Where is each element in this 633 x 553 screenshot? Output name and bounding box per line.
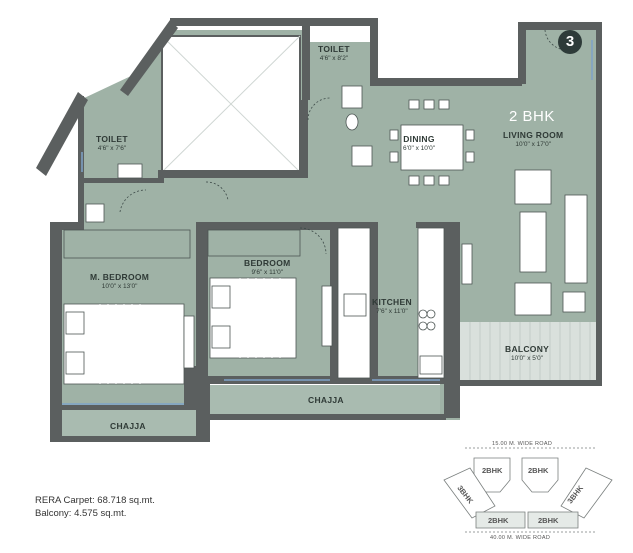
room-size: 10'0" x 17'0" [515,140,552,148]
toilet-top-label: TOILET 4'6" x 8'2" [318,44,350,62]
room-name: BEDROOM [244,258,291,268]
dining-label: DINING 6'0" x 10'0" [403,134,436,152]
room-name: KITCHEN [372,297,412,307]
room-size: 10'0" x 5'0" [511,354,544,362]
room-name: TOILET [318,44,350,54]
room-name: M. BEDROOM [90,272,150,282]
kitchen-label: KITCHEN 7'6" x 11'0" [372,297,412,315]
key-plan-road-bottom: 40.00 M. WIDE ROAD [490,535,551,541]
room-name: CHAJJA [110,421,146,431]
unit-type-label: 2 BHK [509,108,555,125]
furniture [63,85,588,385]
chajja-left-area [62,405,210,440]
open-to-sky [161,35,301,173]
rera-carpet-area: RERA Carpet: 68.718 sq.mt. [35,495,155,506]
room-size: 6'0" x 10'0" [403,144,436,152]
room-name: TOILET [96,134,128,144]
room-size: 4'6" x 8'2" [319,54,349,62]
key-plan-unit: 2BHK [488,516,509,525]
room-name: LIVING ROOM [503,130,564,140]
room-name: DINING [403,134,435,144]
bedroom-label: BEDROOM 9'6" x 11'0" [244,258,291,276]
curtains [99,278,281,384]
key-plan [443,447,613,533]
key-plan-unit: 2BHK [538,516,559,525]
room-size: 9'6" x 11'0" [251,268,284,276]
area-summary: RERA Carpet: 68.718 sq.mt. Balcony: 4.57… [35,495,155,521]
room-name: BALCONY [505,344,550,354]
balcony-area-text: Balcony: 4.575 sq.mt. [35,507,127,519]
key-plan-unit: 2BHK [528,466,549,475]
room-name: CHAJJA [308,395,344,405]
toilet-left-label: TOILET 4'6" x 7'6" [96,134,128,152]
key-plan-unit: 2BHK [482,466,503,475]
balcony-area [460,322,598,385]
room-size: 4'6" x 7'6" [97,144,127,152]
unit-number-badge: 3 [558,30,582,54]
chajja-right-label: CHAJJA [308,395,344,406]
room-size: 7'6" x 11'0" [376,307,408,315]
balcony-label: BALCONY 10'0" x 5'0" [505,344,550,362]
chajja-left-label: CHAJJA [110,421,146,432]
windows [62,40,593,405]
walls [36,18,602,442]
room-size: 10'0" x 13'0" [101,282,138,290]
master-bedroom-label: M. BEDROOM 10'0" x 13'0" [90,272,150,290]
living-room-label: LIVING ROOM 10'0" x 17'0" [503,130,564,148]
key-plan-road-top: 15.00 M. WIDE ROAD [492,441,553,447]
